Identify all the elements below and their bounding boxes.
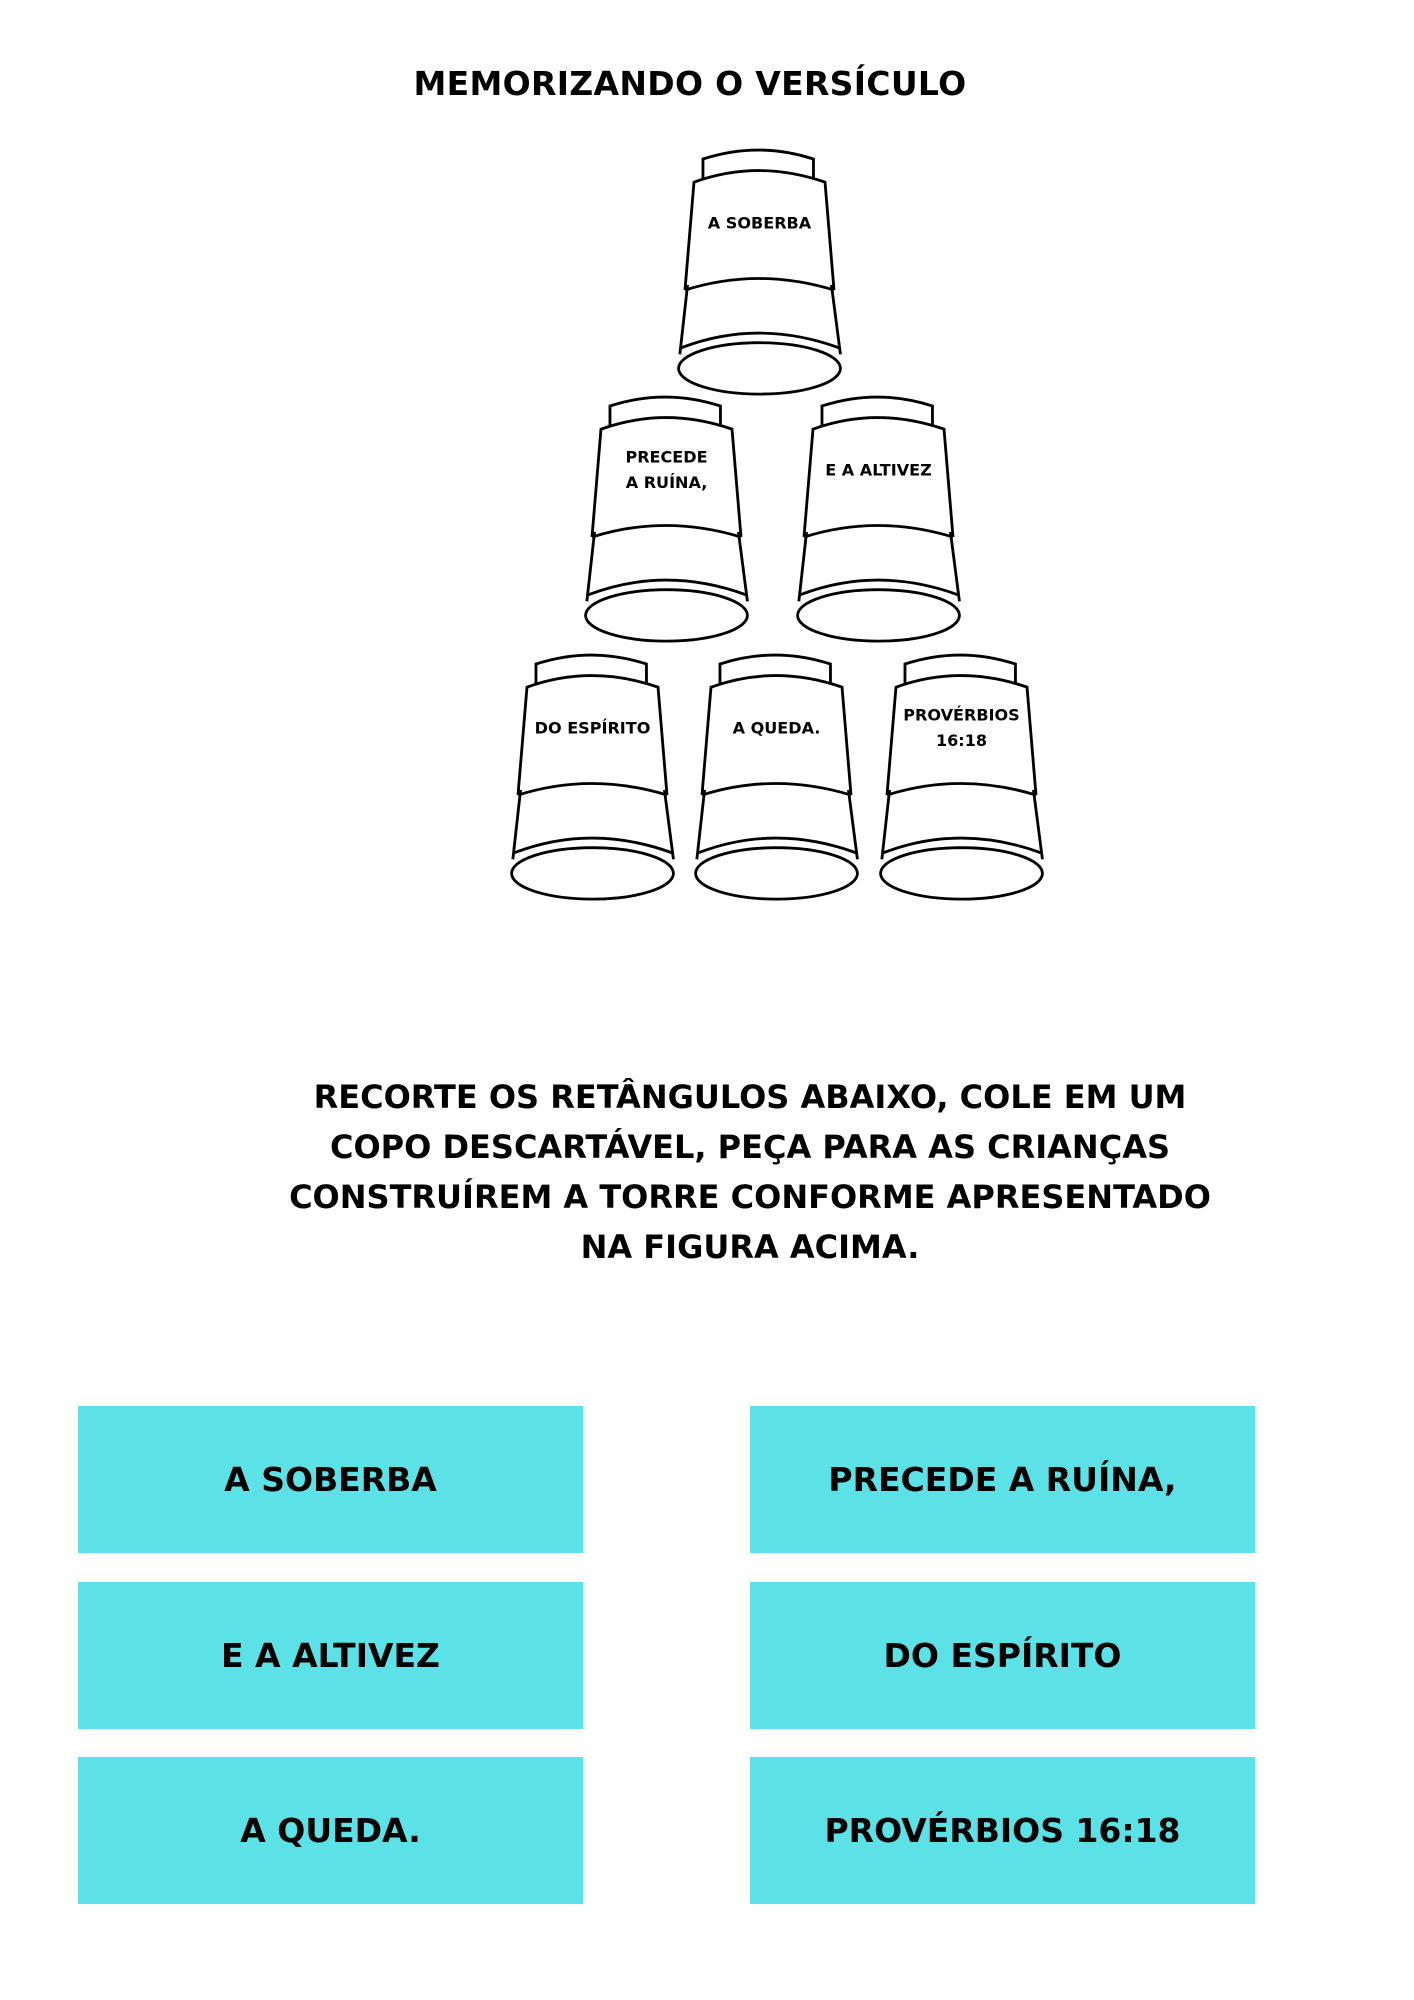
- cup-label: DO ESPÍRITO: [535, 718, 651, 737]
- cup: PROVÉRBIOS 16:18: [878, 646, 1045, 903]
- cup: PRECEDE A RUÍNA,: [583, 388, 750, 645]
- cup-label: A RUÍNA,: [626, 473, 708, 492]
- cup-icon: PRECEDE A RUÍNA,: [584, 395, 749, 643]
- cutout-card: A SOBERBA: [78, 1406, 583, 1553]
- cup-icon: E A ALTIVEZ: [796, 395, 961, 643]
- card-label: DO ESPÍRITO: [883, 1636, 1122, 1675]
- cutout-card: A QUEDA.: [78, 1757, 583, 1904]
- cup-label: PRECEDE: [625, 448, 707, 467]
- cup: A SOBERBA: [676, 141, 843, 398]
- cup-label: PROVÉRBIOS: [903, 706, 1019, 725]
- cup-icon: A QUEDA.: [694, 653, 859, 901]
- cup-icon: PROVÉRBIOS 16:18: [879, 653, 1044, 901]
- cup: DO ESPÍRITO: [509, 646, 676, 903]
- instructions: RECORTE OS RETÂNGULOS ABAIXO, COLE EM UM…: [250, 1072, 1250, 1272]
- cup-icon: DO ESPÍRITO: [510, 653, 675, 901]
- card-label: A SOBERBA: [224, 1460, 437, 1499]
- instruction-line: COPO DESCARTÁVEL, PEÇA PARA AS CRIANÇAS: [329, 1128, 1170, 1166]
- cutout-card: PRECEDE A RUÍNA,: [750, 1406, 1255, 1553]
- instruction-line: NA FIGURA ACIMA.: [580, 1228, 920, 1266]
- cutout-card: DO ESPÍRITO: [750, 1582, 1255, 1729]
- instruction-line: RECORTE OS RETÂNGULOS ABAIXO, COLE EM UM: [313, 1078, 1187, 1116]
- cutout-card: E A ALTIVEZ: [78, 1582, 583, 1729]
- cup: A QUEDA.: [693, 646, 860, 903]
- card-label: E A ALTIVEZ: [221, 1636, 440, 1675]
- card-label: PRECEDE A RUÍNA,: [828, 1460, 1177, 1499]
- card-label: PROVÉRBIOS 16:18: [824, 1811, 1181, 1850]
- cup-icon: A SOBERBA: [677, 148, 842, 396]
- instruction-line: CONSTRUÍREM A TORRE CONFORME APRESENTADO: [289, 1178, 1211, 1216]
- cup-label: A SOBERBA: [708, 213, 812, 232]
- card-label: A QUEDA.: [240, 1811, 421, 1850]
- page-title: MEMORIZANDO O VERSÍCULO: [413, 64, 967, 103]
- cup: E A ALTIVEZ: [795, 388, 962, 645]
- cup-label: A QUEDA.: [733, 718, 821, 737]
- cup-label: E A ALTIVEZ: [825, 460, 931, 479]
- cup-label: 16:18: [936, 731, 987, 750]
- cutout-card: PROVÉRBIOS 16:18: [750, 1757, 1255, 1904]
